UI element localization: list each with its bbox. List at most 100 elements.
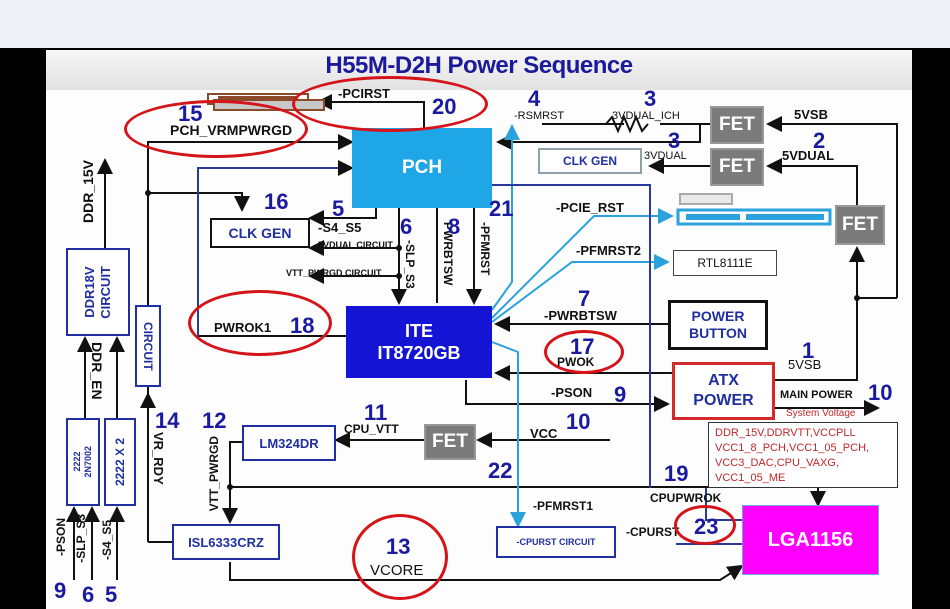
step-bottom-6: 6 [82,582,95,607]
wire-vtt-pwrgd [222,441,242,524]
signal-pcie-rst: -PCIE_RST [556,200,624,215]
step-8: 8 [448,214,461,239]
signal-ddr-en: DDR_EN [89,342,105,400]
power-button-line1: POWER [691,308,745,324]
power-button-line2: BUTTON [688,325,748,341]
wire-rsmrst-ich [496,124,701,150]
step-21: 21 [489,196,514,221]
signal-pfmrst: -PFMRST [478,222,492,276]
voltage-line: VCC1_8_PCH,VCC1_05_PCH, [715,442,870,454]
signal-slp-s3: -SLP_S3 [403,240,417,289]
wire-pwrok1-loop [197,160,354,336]
step-9: 9 [614,382,627,407]
cpurst-circuit-block: -CPURST CIRCUIT [496,526,616,558]
signal-cpu-vtt: CPU_VTT [344,422,399,436]
signal-vcc: VCC [530,426,558,441]
circuit-block: CIRCUIT [135,305,161,387]
atx-line1: ATX [708,372,739,389]
signal-system-voltage: System Voltage [786,408,856,419]
signal-rsmrst: -RSMRST [514,110,565,122]
wire-pcie-rst [491,208,674,319]
wire-21 [491,124,520,311]
fet-top: FET [710,106,764,144]
wire-vcore [229,562,744,581]
signal-in-pson: -PSON [54,518,68,557]
step-3b: 3 [668,128,681,153]
voltage-line: DDR_15V,DDRVTT,VCCPLL [715,427,856,439]
junction-dot [854,295,860,301]
wire-pson [465,380,670,412]
signal-pfmrst2: -PFMRST2 [576,243,641,258]
signal-cpurst: -CPURST [626,525,680,539]
highlight-ring-15 [124,100,308,158]
resistor-icon [605,114,649,134]
step-10b: 10 [566,409,591,434]
signal-5vdual-circuit: 5VDUAL CIRCUIT [318,240,393,250]
step-14: 14 [155,408,180,433]
browser-top-bar [0,0,950,48]
wire-5vsb-top [766,116,898,298]
signal-s4-s5: -S4_S5 [318,220,362,235]
voltage-line: VCC1_05_ME [715,472,786,484]
lga1156-block: LGA1156 [742,505,879,575]
step-19: 19 [664,461,689,486]
isl6333crz-block: ISL6333CRZ [172,524,280,560]
diagram-title: H55M-D2H Power Sequence [325,52,633,79]
wire-5vsb-atx [775,297,897,381]
lm324dr-block: LM324DR [242,425,336,461]
pch-block: PCH [352,128,492,208]
step-5: 5 [332,196,345,221]
signal-pwrbtsw: -PWRBTSW [544,308,617,323]
voltage-line: VCC3_DAC,CPU_VAXG, [715,457,839,469]
step-7: 7 [578,286,591,311]
atx-power-block: ATX POWER [672,362,775,420]
highlight-ring-23 [674,505,736,545]
slide-title-bar [46,50,912,90]
signal-vtt-pwrgd: VTT_PWRGD [207,436,221,512]
ite-block: ITE IT8720GB [346,306,492,378]
clk-gen-left: CLK GEN [210,218,310,248]
junction-dot [145,190,151,196]
highlight-ring-17 [544,330,624,374]
signal-pson: -PSON [551,385,593,400]
signal-in-s4-s5: -S4_S5 [100,520,114,561]
step-1: 1 [802,338,815,363]
step-3a: 3 [644,86,657,111]
signal-main-power: MAIN POWER [780,389,853,401]
signal-cpupwrok: CPUPWROK [650,491,722,505]
step-10a: 10 [868,380,893,405]
rtl8111e-block: RTL8111E [673,250,777,276]
step-22: 22 [488,458,513,483]
step-6: 6 [400,214,413,239]
step-2: 2 [813,128,826,153]
mosfet2-label: 2222 X 2 [113,437,127,487]
ite-part: IT8720GB [377,343,461,363]
signal-5vdual: 5VDUAL [782,148,835,163]
signal-in-slp-s3: -SLP_S3 [74,514,88,563]
signal-3vdual-ich: 3VDUAL_ICH [612,110,680,122]
signal-5vsb-top: 5VSB [794,107,828,122]
wire-vtt-bus [230,486,826,507]
power-button-block[interactable]: POWER BUTTON [668,300,768,350]
atx-line2: POWER [693,392,754,409]
signal-5vsb-atx: 5VSB [788,357,822,372]
fet-bottom: FET [424,424,476,460]
signal-pwrbtsw-v: PWRBTSW [441,222,455,286]
junction-dot [227,484,233,490]
fet-right: FET [835,205,885,245]
ite-label: ITE [404,321,433,341]
mosfet-2222x2-block: 2222 X 2 [104,418,136,506]
wire-clkgen16 [148,192,250,212]
signal-pfmrst1: -PFMRST1 [533,499,593,513]
wire-pfmrst2 [491,254,670,323]
step-bottom-9: 9 [54,578,67,603]
step-12: 12 [202,408,227,433]
junction-dot [396,273,402,279]
junction-dot [396,245,402,251]
step-bottom-5: 5 [105,582,118,607]
signal-ddr-15v: DDR_15V [80,160,96,224]
clk-gen-right: CLK GEN [538,148,642,174]
